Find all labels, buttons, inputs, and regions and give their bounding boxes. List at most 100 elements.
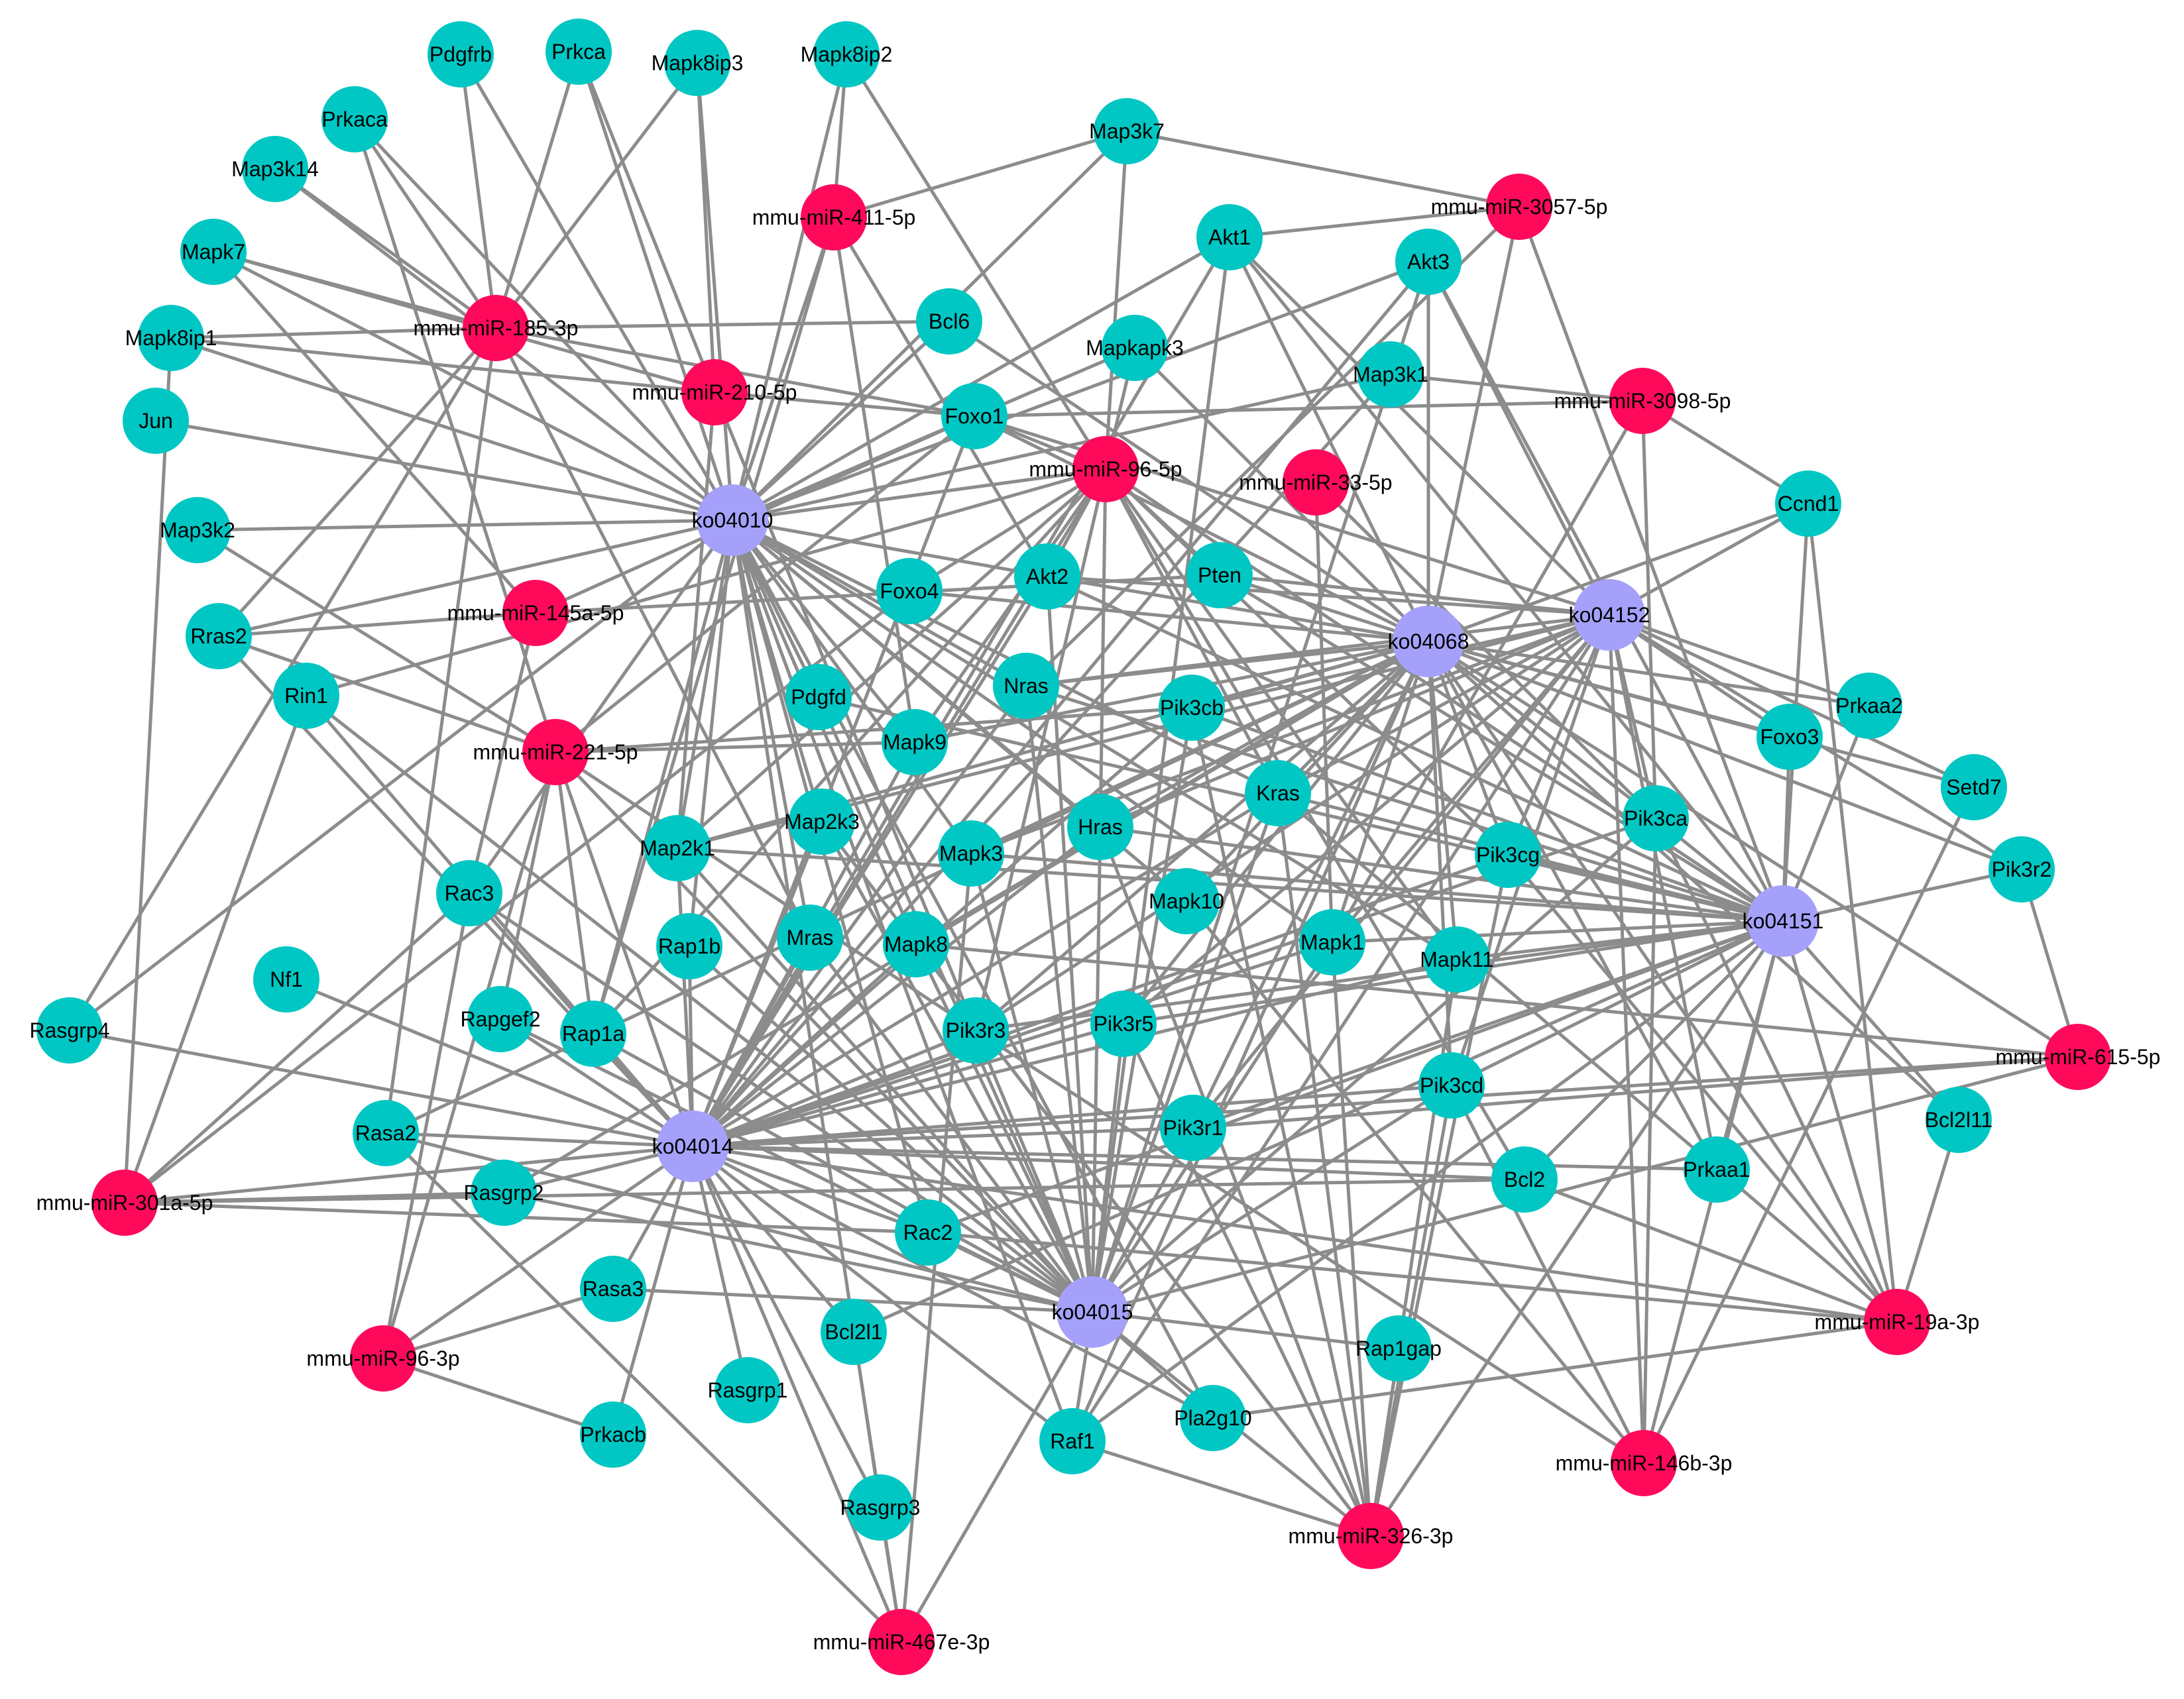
node-mirna[interactable]: mmu-miR-33-5p — [1239, 449, 1393, 516]
node-gene[interactable]: Mapk8ip2 — [801, 21, 893, 87]
node-gene[interactable]: Pik3cd — [1418, 1052, 1485, 1119]
node-gene[interactable]: Mapk9 — [882, 709, 948, 775]
node-pathway[interactable]: ko04068 — [1388, 606, 1469, 677]
node-label: Map2k1 — [640, 836, 715, 860]
node-pathway[interactable]: ko04015 — [1052, 1276, 1133, 1348]
node-gene[interactable]: Pdgfd — [785, 664, 852, 730]
node-gene[interactable]: Prkaa2 — [1835, 673, 1903, 739]
node-pathway[interactable]: ko04014 — [652, 1111, 734, 1182]
node-gene[interactable]: Rap1a — [560, 1001, 626, 1067]
node-gene[interactable]: Raf1 — [1039, 1408, 1106, 1474]
node-label: Rap1a — [562, 1022, 625, 1046]
node-mirna[interactable]: mmu-miR-326-3p — [1289, 1503, 1454, 1569]
node-gene[interactable]: Foxo1 — [941, 383, 1007, 449]
node-label: Mapk8ip1 — [125, 326, 217, 350]
node-gene[interactable]: Rac3 — [436, 860, 502, 926]
node-gene[interactable]: Mapk11 — [1420, 926, 1494, 993]
node-gene[interactable]: Akt3 — [1395, 229, 1462, 295]
node-gene[interactable]: Pik3r2 — [1988, 836, 2055, 903]
node-gene[interactable]: Map3k1 — [1353, 341, 1428, 408]
node-gene[interactable]: Mapk8ip1 — [125, 305, 217, 371]
node-gene[interactable]: Rasgrp3 — [840, 1474, 921, 1541]
node-gene[interactable]: Pik3cb — [1159, 675, 1225, 741]
node-gene[interactable]: Rin1 — [273, 663, 339, 729]
node-gene[interactable]: Mapk3 — [938, 820, 1004, 887]
node-gene[interactable]: Mapk1 — [1299, 909, 1365, 975]
node-mirna[interactable]: mmu-miR-411-5p — [752, 184, 916, 250]
node-gene[interactable]: Rapgef2 — [461, 986, 541, 1052]
node-gene[interactable]: Mapkapk3 — [1086, 315, 1184, 381]
node-mirna[interactable]: mmu-miR-221-5p — [473, 719, 638, 785]
node-mirna[interactable]: mmu-miR-145a-5p — [447, 580, 624, 646]
node-gene[interactable]: Akt2 — [1014, 543, 1080, 610]
node-gene[interactable]: Mapk10 — [1149, 868, 1224, 934]
gene-node-circle — [1395, 229, 1462, 295]
node-gene[interactable]: Pdgfrb — [428, 21, 494, 87]
node-label: Akt3 — [1407, 250, 1450, 274]
node-gene[interactable]: Bcl2l1 — [821, 1299, 887, 1365]
node-gene[interactable]: Map3k7 — [1089, 98, 1165, 164]
node-gene[interactable]: Pten — [1186, 542, 1253, 608]
node-mirna[interactable]: mmu-miR-467e-3p — [813, 1609, 990, 1675]
node-mirna[interactable]: mmu-miR-3057-5p — [1431, 174, 1608, 240]
node-gene[interactable]: Nras — [993, 653, 1059, 719]
node-gene[interactable]: Ccnd1 — [1775, 470, 1841, 537]
node-pathway[interactable]: ko04151 — [1743, 885, 1824, 957]
node-gene[interactable]: Kras — [1245, 760, 1311, 826]
node-gene[interactable]: Mapk8 — [883, 911, 949, 977]
node-label: Mapk1 — [1300, 930, 1364, 954]
gene-node-circle — [785, 664, 852, 730]
node-gene[interactable]: Bcl2l11 — [1925, 1087, 1993, 1153]
node-gene[interactable]: Pik3r3 — [943, 997, 1009, 1064]
node-mirna[interactable]: mmu-miR-19a-3p — [1815, 1289, 1980, 1355]
node-gene[interactable]: Map2k3 — [784, 789, 860, 855]
node-gene[interactable]: Rras2 — [186, 603, 252, 669]
node-gene[interactable]: Prkca — [546, 19, 612, 85]
node-mirna[interactable]: mmu-miR-301a-5p — [36, 1170, 213, 1236]
node-gene[interactable]: Mapk7 — [180, 219, 247, 285]
node-gene[interactable]: Jun — [123, 388, 189, 454]
node-gene[interactable]: Rap1b — [656, 913, 722, 979]
node-gene[interactable]: Prkacb — [580, 1401, 646, 1468]
node-gene[interactable]: Nf1 — [253, 946, 319, 1013]
node-gene[interactable]: Prkaca — [321, 86, 388, 152]
node-mirna[interactable]: mmu-miR-3098-5p — [1554, 368, 1731, 434]
node-gene[interactable]: Pik3r5 — [1090, 991, 1157, 1057]
node-gene[interactable]: Pik3cg — [1475, 822, 1541, 888]
node-gene[interactable]: Pik3r1 — [1160, 1095, 1226, 1161]
node-pathway[interactable]: ko04010 — [692, 484, 774, 556]
edge — [305, 694, 1094, 1313]
node-gene[interactable]: Rasgrp1 — [708, 1357, 788, 1423]
node-gene[interactable]: Rasa2 — [353, 1100, 419, 1166]
node-gene[interactable]: Foxo4 — [876, 558, 943, 624]
node-gene[interactable]: Rasgrp2 — [464, 1160, 544, 1226]
node-gene[interactable]: Bcl6 — [916, 288, 982, 355]
node-gene[interactable]: Setd7 — [1941, 754, 2007, 820]
node-gene[interactable]: Rac2 — [895, 1199, 961, 1266]
node-gene[interactable]: Bcl2 — [1491, 1146, 1558, 1213]
node-gene[interactable]: Mras — [777, 904, 843, 971]
node-gene[interactable]: Mapk8ip3 — [652, 30, 744, 96]
node-gene[interactable]: Rap1gap — [1355, 1315, 1442, 1382]
node-label: Mapk3 — [939, 842, 1003, 865]
node-pathway[interactable]: ko04152 — [1569, 579, 1650, 651]
node-gene[interactable]: Hras — [1067, 794, 1133, 860]
node-gene[interactable]: Rasgrp4 — [30, 997, 110, 1064]
node-mirna[interactable]: mmu-miR-96-3p — [306, 1325, 460, 1392]
node-gene[interactable]: Akt1 — [1196, 204, 1263, 270]
node-gene[interactable]: Map3k2 — [160, 497, 235, 563]
node-gene[interactable]: Foxo3 — [1756, 704, 1823, 770]
node-mirna[interactable]: mmu-miR-210-5p — [632, 359, 797, 425]
node-mirna[interactable]: mmu-miR-615-5p — [1996, 1024, 2161, 1090]
node-label: Rac3 — [445, 881, 494, 905]
node-mirna[interactable]: mmu-miR-146b-3p — [1556, 1430, 1733, 1496]
node-gene[interactable]: Map2k1 — [640, 815, 715, 881]
node-gene[interactable]: Pla2g10 — [1174, 1385, 1252, 1451]
node-mirna[interactable]: mmu-miR-96-5p — [1029, 436, 1182, 502]
node-label: Bcl2 — [1504, 1168, 1545, 1191]
node-gene[interactable]: Map3k14 — [231, 136, 319, 202]
node-mirna[interactable]: mmu-miR-185-3p — [414, 295, 579, 361]
node-gene[interactable]: Rasa3 — [580, 1256, 646, 1322]
node-gene[interactable]: Prkaa1 — [1683, 1136, 1751, 1203]
node-gene[interactable]: Pik3ca — [1623, 785, 1689, 851]
